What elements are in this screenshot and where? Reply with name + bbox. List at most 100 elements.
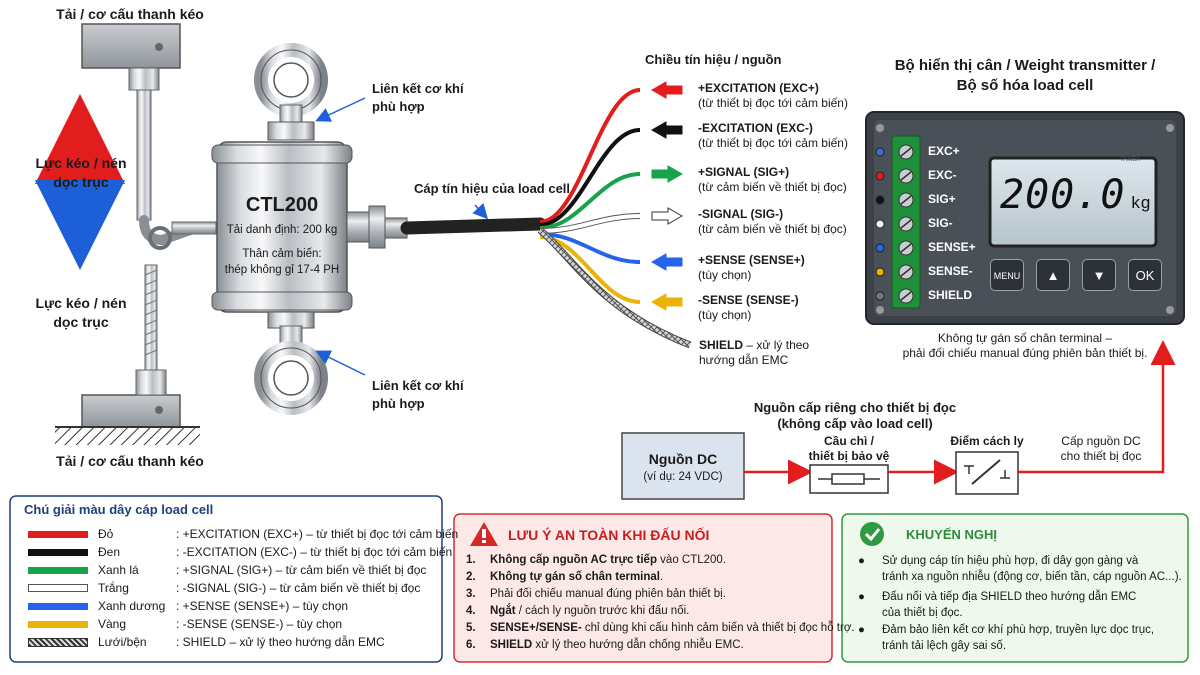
safety-num: 5.	[466, 622, 476, 634]
terminal-wire-end	[875, 147, 885, 157]
recommend-line2: của thiết bị đọc.	[882, 607, 963, 619]
bullet-icon: ●	[858, 591, 865, 603]
supply-line2: cho thiết bị đọc	[1060, 449, 1142, 463]
terminal-wire-end	[875, 219, 885, 229]
legend-title: Chú giải màu dây cáp load cell	[24, 502, 214, 517]
legend-color-name: Lưới/bện	[98, 635, 147, 649]
load-cell-cable	[400, 217, 547, 235]
fuse-line1: Cầu chì /	[823, 434, 874, 448]
legend-row: Đỏ : +EXCITATION (EXC+) – từ thiết bị đọc…	[28, 526, 458, 542]
terminal-label: SIG+	[928, 192, 956, 206]
display-note: Không tự gán số chân terminal – phải đối…	[866, 331, 1184, 361]
wire-label-5: -SENSE (SENSE-)(tùy chọn)	[698, 293, 799, 323]
wire-4	[539, 232, 641, 264]
recommend-item: ●Đảm bảo liên kết cơ khí phù hợp, truyền…	[858, 622, 1154, 654]
terminal-screw-slot	[900, 219, 912, 229]
wire-arrow-4	[650, 253, 683, 271]
shield-label: SHIELD – xử lý theo hướng dẫn EMC	[699, 338, 809, 368]
legend-color-name: Xanh dương	[98, 599, 166, 613]
wire-arrow-5	[650, 293, 683, 311]
isolation-box	[955, 451, 1019, 495]
recommend-item: ●Sử dụng cáp tín hiệu phù hợp, đi dây gọ…	[858, 553, 1182, 585]
force-label-top-line1: Lực kéo / nén	[35, 155, 127, 171]
force-label-top: Lực kéo / nén dọc trục	[18, 154, 144, 192]
safety-item: 3.Phải đối chiếu manual đúng phiên bản t…	[466, 588, 726, 600]
wire-name: -EXCITATION (EXC-)	[698, 121, 813, 135]
legend-desc: : +SIGNAL (SIG+) – từ cảm biến về thiết …	[176, 563, 427, 577]
safety-bold: SENSE+/SENSE-	[490, 622, 582, 634]
link-top-line1: Liên kết cơ khí	[372, 81, 464, 96]
terminal-screw-slot	[900, 171, 912, 181]
legend-swatch	[28, 620, 88, 628]
supply-label: Cấp nguồn DC cho thiết bị đọc	[1046, 434, 1156, 464]
dc-title: Nguồn DC	[648, 451, 718, 467]
recommend-line1: Đảm bảo liên kết cơ khí phù hợp, truyền …	[882, 624, 1155, 636]
terminal-label: EXC-	[928, 168, 957, 182]
link-bottom-line1: Liên kết cơ khí	[372, 378, 464, 393]
bullet-icon: ●	[858, 555, 865, 567]
fuse-label: Cầu chì / thiết bị bảo vệ	[790, 434, 908, 464]
display-title-line2: Bộ số hóa load cell	[956, 77, 1094, 94]
legend-row: Lưới/bện: SHIELD – xử lý theo hướng dẫn …	[28, 634, 385, 650]
legend-desc: : +EXCITATION (EXC+) – từ thiết bị đọc t…	[176, 527, 459, 541]
cell-body-line2: thép không gỉ 17-4 PH	[224, 264, 340, 276]
wire-arrow-2	[651, 165, 684, 183]
wire-label-0: +EXCITATION (EXC+)(từ thiết bị đọc tới c…	[698, 81, 848, 111]
legend-desc: : -SENSE (SENSE-) – tùy chọn	[176, 617, 343, 631]
display-title: Bộ hiển thị cân / Weight transmitter / B…	[862, 56, 1188, 96]
wire-desc: (tùy chọn)	[698, 308, 752, 322]
display-note-line1: Không tự gán số chân terminal –	[937, 331, 1113, 345]
legend-swatch	[28, 566, 88, 574]
safety-item: 2.Không tự gán số chân terminal.	[466, 571, 663, 583]
safety-rest: chỉ dùng khi cấu hình cảm biến và thiết …	[581, 622, 855, 634]
up-button[interactable]: ▲	[1036, 259, 1070, 291]
recommend-title: KHUYẾN NGHỊ	[906, 527, 998, 542]
terminal-label: SHIELD	[928, 288, 973, 302]
wire-label-4: +SENSE (SENSE+)(tùy chọn)	[698, 253, 805, 283]
display-brand: TAMEX	[1120, 157, 1141, 163]
wire-arrow-0	[650, 81, 683, 99]
display-note-line2: phải đối chiếu manual đúng phiên bản thi…	[902, 346, 1148, 360]
force-label-bottom-line2: dọc trục	[53, 314, 109, 330]
bottom-load-block	[81, 394, 181, 428]
menu-button[interactable]: MENU	[990, 259, 1024, 291]
safety-rest: vào CTL200.	[656, 554, 727, 566]
wire-label-1: -EXCITATION (EXC-)(từ thiết bị đọc tới c…	[698, 121, 848, 151]
safety-num: 4.	[466, 605, 476, 617]
legend-row: Đen: -EXCITATION (EXC-) – từ thiết bị đọ…	[28, 544, 452, 560]
legend-color-name: Đen	[98, 545, 121, 559]
power-header-line1: Nguồn cấp riêng cho thiết bị đọc	[753, 400, 957, 415]
safety-bold: SHIELD	[490, 639, 533, 651]
top-load-block	[81, 23, 181, 69]
link-top-line2: phù hợp	[372, 99, 425, 114]
terminal-wire-end	[875, 243, 885, 253]
down-button[interactable]: ▼	[1082, 259, 1116, 291]
terminal-screw-slot	[900, 267, 912, 277]
wire-2	[539, 172, 641, 230]
legend-color-name: Xanh lá	[98, 563, 139, 577]
safety-num: 6.	[466, 639, 476, 651]
wire-label-2: +SIGNAL (SIG+)(từ cảm biến về thiết bị đ…	[698, 165, 847, 195]
safety-bold: Không cấp nguồn AC trực tiếp	[490, 554, 657, 566]
legend-color-name: Vàng	[98, 617, 127, 631]
safety-title: LƯU Ý AN TOÀN KHI ĐẤU NỐI	[508, 527, 710, 543]
legend-row: Vàng : -SENSE (SENSE-) – tùy chọn	[28, 616, 342, 632]
terminal-wire-end	[875, 195, 885, 205]
recommend-panel	[841, 513, 1189, 663]
link-bottom-label: Liên kết cơ khí phù hợp	[372, 377, 464, 413]
terminal-label: SENSE+	[928, 240, 976, 254]
power-wire-3	[1018, 340, 1176, 474]
bottom-load-label: Tải / cơ cấu thanh kéo	[56, 453, 204, 469]
ok-button[interactable]: OK	[1128, 259, 1162, 291]
legend-row: Trắng: -SIGNAL (SIG-) – từ cảm biến về t…	[28, 580, 420, 596]
terminal-screw-slot	[900, 291, 912, 301]
legend-color-name: Đỏ	[98, 527, 114, 541]
cell-model: CTL200	[245, 194, 319, 216]
wire-name: +SIGNAL (SIG+)	[698, 165, 790, 179]
terminal-label: SIG-	[928, 216, 953, 230]
wire-desc: (từ thiết bị đọc tới cảm biến)	[698, 96, 848, 110]
terminal-screw-slot	[900, 195, 912, 205]
wire-desc: (từ cảm biến về thiết bị đọc)	[698, 180, 847, 194]
